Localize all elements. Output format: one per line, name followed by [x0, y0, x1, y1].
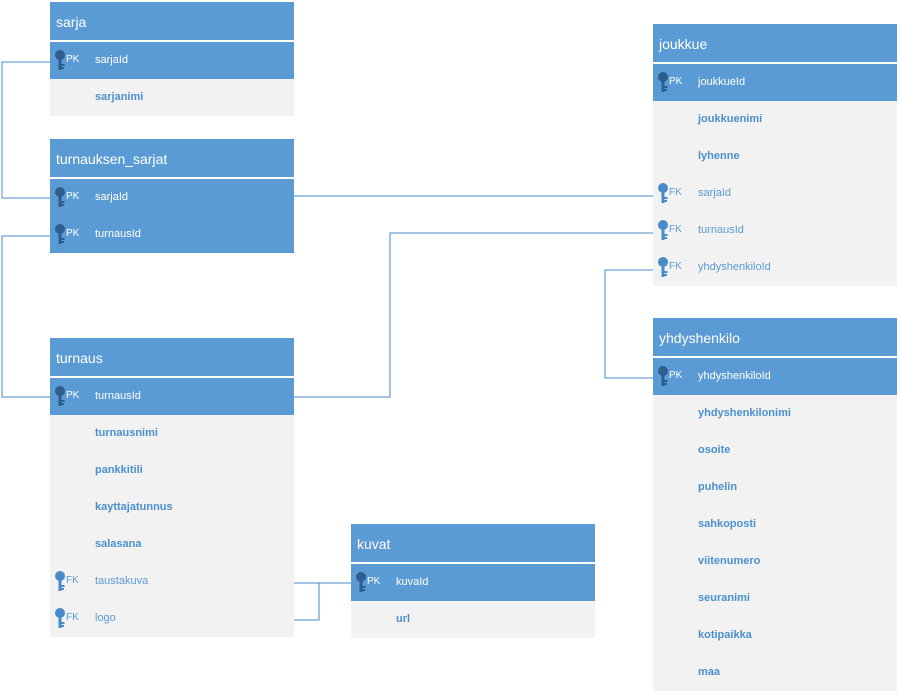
field-row: PK kuvaId	[351, 564, 595, 601]
field-row: yhdyshenkilonimi	[653, 395, 897, 432]
link-joukkue-yhdyshenkilo	[604, 269, 653, 379]
field-row: sarjanimi	[50, 79, 294, 116]
entity-title: turnaus	[50, 338, 294, 378]
key-type-label: FK	[669, 187, 682, 198]
field-row: viitenumero	[653, 543, 897, 580]
key-type-label: PK	[669, 370, 683, 381]
field-name: logo	[95, 612, 116, 624]
field-name: sahkoposti	[698, 518, 757, 530]
key-type-label: PK	[669, 76, 683, 87]
field-name: viitenumero	[698, 555, 761, 567]
field-name: kayttajatunnus	[95, 501, 173, 513]
field-row: joukkuenimi	[653, 101, 897, 138]
field-name: turnausnimi	[95, 427, 158, 439]
field-name: turnausId	[95, 228, 141, 240]
field-row: PK sarjaId	[50, 179, 294, 216]
entity-title: joukkue	[653, 24, 897, 64]
key-icon	[53, 385, 71, 407]
field-name: yhdyshenkilonimi	[698, 407, 791, 419]
field-name: joukkuenimi	[698, 113, 763, 125]
field-row: seuranimi	[653, 580, 897, 617]
field-name: turnausId	[95, 390, 141, 402]
field-name: url	[396, 613, 411, 625]
field-row: pankkitili	[50, 452, 294, 489]
field-row: PK yhdyshenkiloId	[653, 358, 897, 395]
field-row: FK yhdyshenkiloId	[653, 249, 897, 286]
field-row: PK turnausId	[50, 216, 294, 253]
field-row: maa	[653, 654, 897, 691]
field-name: yhdyshenkiloId	[698, 370, 771, 382]
link-sarja-turnauksen-sarjat	[1, 61, 50, 199]
field-name: sarjaId	[95, 54, 129, 66]
field-name: turnausId	[698, 224, 744, 236]
field-row: url	[351, 601, 595, 638]
link-logo-kuvat	[294, 583, 320, 621]
entity-title: yhdyshenkilo	[653, 318, 897, 358]
key-type-label: FK	[66, 575, 79, 586]
field-row: PK sarjaId	[50, 42, 294, 79]
key-icon	[656, 256, 674, 278]
field-name: lyhenne	[698, 150, 740, 162]
field-row: osoite	[653, 432, 897, 469]
key-icon	[53, 49, 71, 71]
entity-title: kuvat	[351, 524, 595, 564]
field-row: sahkoposti	[653, 506, 897, 543]
key-type-label: PK	[66, 390, 80, 401]
field-name: sarjaId	[698, 187, 732, 199]
field-name: pankkitili	[95, 464, 143, 476]
field-row: kayttajatunnus	[50, 489, 294, 526]
key-icon	[53, 607, 71, 629]
key-icon	[656, 71, 674, 93]
entity-title: turnauksen_sarjat	[50, 139, 294, 179]
field-row: salasana	[50, 526, 294, 563]
link-turnaus-joukkue	[294, 232, 653, 398]
entity-title: sarja	[50, 2, 294, 42]
field-name: seuranimi	[698, 592, 750, 604]
field-row: lyhenne	[653, 138, 897, 175]
field-name: kotipaikka	[698, 629, 752, 641]
key-icon	[354, 571, 372, 593]
key-icon	[656, 219, 674, 241]
field-row: FK turnausId	[653, 212, 897, 249]
field-name: kuvaId	[396, 576, 429, 588]
key-icon	[656, 365, 674, 387]
field-name: puhelin	[698, 481, 738, 493]
field-row: PK joukkueId	[653, 64, 897, 101]
key-type-label: FK	[669, 261, 682, 272]
field-row: PK turnausId	[50, 378, 294, 415]
field-name: salasana	[95, 538, 142, 550]
field-name: maa	[698, 666, 721, 678]
field-row: kotipaikka	[653, 617, 897, 654]
key-type-label: FK	[66, 612, 79, 623]
field-name: osoite	[698, 444, 731, 456]
field-row: FK taustakuva	[50, 563, 294, 600]
field-row: turnausnimi	[50, 415, 294, 452]
field-name: yhdyshenkiloId	[698, 261, 771, 273]
key-type-label: PK	[367, 576, 381, 587]
key-icon	[53, 570, 71, 592]
field-name: joukkueId	[698, 76, 746, 88]
key-icon	[656, 182, 674, 204]
field-row: FK logo	[50, 600, 294, 637]
key-type-label: FK	[669, 224, 682, 235]
key-icon	[53, 186, 71, 208]
field-name: sarjanimi	[95, 91, 144, 103]
key-type-label: PK	[66, 228, 80, 239]
field-name: taustakuva	[95, 575, 149, 587]
field-row: FK sarjaId	[653, 175, 897, 212]
key-icon	[53, 223, 71, 245]
link-turnauksen-sarjat-turnaus	[1, 235, 50, 398]
field-name: sarjaId	[95, 191, 129, 203]
field-row: puhelin	[653, 469, 897, 506]
key-type-label: PK	[66, 54, 80, 65]
key-type-label: PK	[66, 191, 80, 202]
